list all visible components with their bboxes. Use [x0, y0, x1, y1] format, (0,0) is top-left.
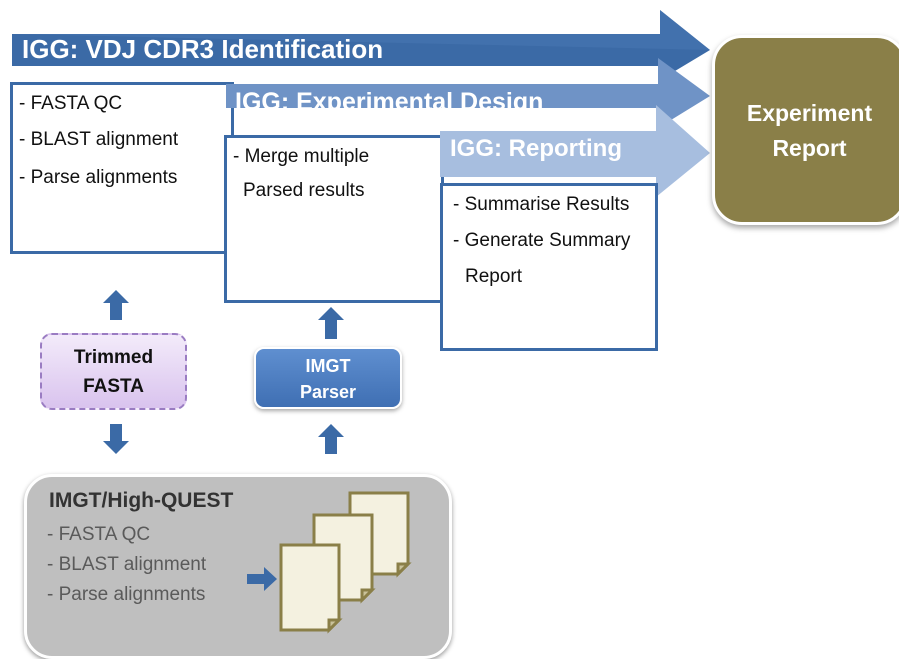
stage1-item: - BLAST alignment [19, 129, 179, 150]
down-arrow-icon [103, 424, 129, 454]
stage3-item: - Generate Summary [453, 230, 631, 251]
highquest-title: IMGT/High-QUEST [49, 489, 234, 512]
stage2-box: - Merge multiple Parsed results [224, 135, 444, 303]
documents-icon [279, 491, 412, 634]
stage3-item: Report [465, 266, 523, 287]
experiment-report-line2: Report [772, 135, 847, 161]
imgt-parser-node: IMGT Parser [254, 347, 402, 409]
imgt-parser-line2: Parser [299, 382, 357, 402]
stage2-arrow [226, 58, 710, 128]
trimmed-fasta-node: Trimmed FASTA [40, 333, 187, 410]
up-arrow-icon [318, 424, 344, 454]
stage3-item: - Summarise Results [453, 194, 630, 215]
right-arrow-icon [247, 567, 277, 591]
imgt-parser-line1: IMGT [305, 356, 351, 376]
experiment-report-line1: Experiment [746, 100, 873, 126]
stage3-arrow [440, 105, 710, 197]
stage1-title: IGG: VDJ CDR3 Identification [22, 34, 384, 64]
highquest-item: - Parse alignments [47, 584, 206, 605]
highquest-item: - BLAST alignment [47, 554, 207, 575]
highquest-item: - FASTA QC [47, 524, 151, 545]
stage1-item: - Parse alignments [19, 167, 178, 188]
stage1-box: - FASTA QC - BLAST alignment - Parse ali… [10, 82, 234, 254]
trimmed-fasta-line1: Trimmed [73, 347, 154, 368]
stage1-arrow [12, 10, 710, 80]
up-arrow-icon [103, 290, 129, 320]
stage3-box: - Summarise Results - Generate Summary R… [440, 183, 658, 351]
experiment-report-node: Experiment Report [712, 35, 899, 225]
up-arrow-icon [318, 307, 344, 339]
stage3-title: IGG: Reporting [450, 135, 622, 162]
trimmed-fasta-line2: FASTA [83, 376, 144, 397]
stage2-title: IGG: Experimental Design [235, 88, 544, 116]
stage2-item: Parsed results [243, 180, 365, 201]
stage2-item: - Merge multiple [233, 146, 370, 167]
stage1-item: - FASTA QC [19, 93, 123, 114]
